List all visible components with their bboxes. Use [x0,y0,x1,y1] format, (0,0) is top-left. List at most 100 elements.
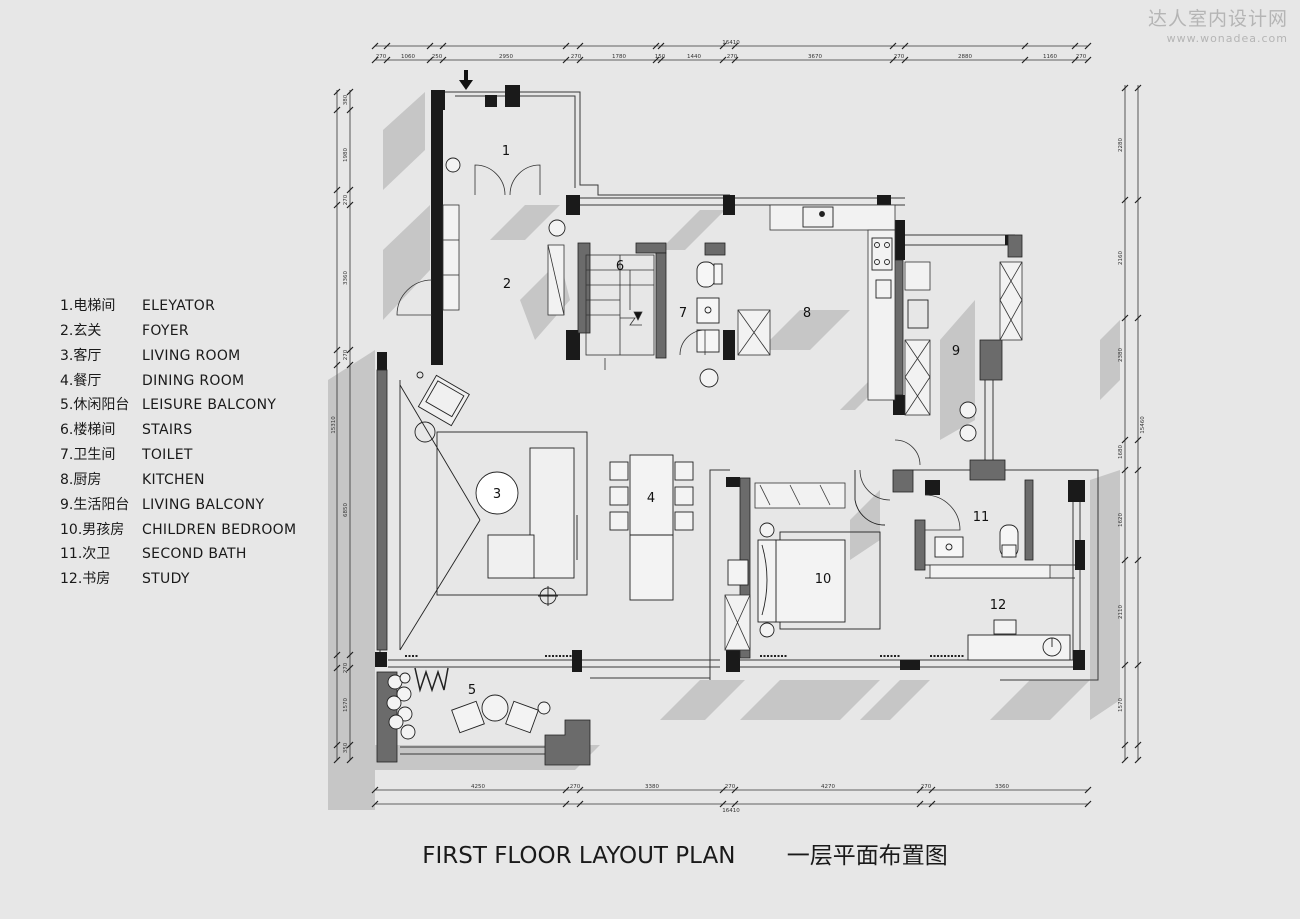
dim-label: 250 [432,54,443,60]
legend-item-cn: 9.生活阳台 [60,496,130,513]
walls [375,85,1085,672]
dim-label: 270 [1076,54,1087,60]
dim-label: 1570 [343,698,349,712]
legend-item-en: TOILET [142,447,193,464]
dim-top-total: 16410 [722,40,740,46]
cabinets [442,204,1051,651]
dimension-tick [1084,800,1092,808]
dim-label: 1570 [1118,698,1124,712]
dimension-tick [1134,466,1142,474]
bedroom-furniture [727,470,886,638]
dimension-tick [426,56,434,64]
kitchen-fixtures [802,206,929,329]
doors [396,164,961,531]
dimension-tick [731,786,739,794]
legend-item-cn: 3.客厅 [60,347,102,364]
balcony-sink [907,299,929,329]
dim-label: 2110 [1118,605,1124,619]
dimension-tick [576,56,584,64]
dimension-tick [333,741,341,749]
armchair [417,374,470,427]
dimension-tick [901,42,909,50]
dimension-tick [731,42,739,50]
legend-item-en: ELEYATOR [142,298,216,314]
dim-label: 2950 [499,54,513,60]
room-number: 1 [502,144,510,159]
dim-label: 270 [571,54,582,60]
dimension-tick [562,800,570,808]
legend-item-cn: 1.电梯间 [60,298,116,314]
watermark-url: www.wonadea.com [1166,32,1288,45]
dimension-tick [371,42,379,50]
dining-set [609,454,694,601]
dimension-tick [333,664,341,672]
bathroom-fixtures [696,261,1019,558]
dim-label: 1440 [687,54,701,60]
dimension-tick [333,88,341,96]
dim-label: 3360 [343,271,349,285]
dining-table [629,454,674,601]
dimension-tick [346,664,354,672]
dimension-tick [1134,556,1142,564]
dimension-tick [346,756,354,764]
plan-title-cn: 一层平面布置图 [786,843,948,869]
legend-item-cn: 11.次卫 [60,546,111,563]
entrance-arrow-icon [459,70,473,90]
dimension-tick [916,800,924,808]
dim-label: 380 [343,94,349,105]
dimension-tick [657,56,665,64]
balcony-furniture [386,667,551,740]
dim-label: 270 [894,54,905,60]
dim-label: 270 [376,54,387,60]
dim-label: 1060 [401,54,415,60]
legend-item-cn: 7.卫生间 [60,447,116,464]
dimension-tick [652,56,660,64]
dimension-tick [1134,436,1142,444]
dimension-lines [336,45,1139,805]
dimension-tick [576,786,584,794]
dimension-tick [1021,42,1029,50]
dimension-tick [1121,84,1129,92]
legend-item-en: FOYER [142,322,189,339]
dimension-tick [383,42,391,50]
legend-item-en: LIVING BALCONY [142,496,265,513]
dim-label: 2880 [958,54,972,60]
room-number: 7 [679,306,687,321]
dim-label: 3670 [808,54,822,60]
dimension-tick [346,651,354,659]
dimension-tick [1121,661,1129,669]
legend-item-en: CHILDREN BEDROOM [142,521,297,538]
dimension-tick [1084,56,1092,64]
dimension-tick [346,201,354,209]
dimension-tick [731,56,739,64]
watermark: 达人室内设计网 www.wonadea.com [1148,4,1288,45]
dimension-tick [1121,466,1129,474]
dimension-labels: 16410 270 1060 250 2950 270 1780 150 144… [331,40,1146,814]
dimension-tick [901,56,909,64]
dimension-tick [333,756,341,764]
dimension-tick [346,88,354,96]
dim-label: 4270 [821,784,835,790]
legend-item-cn: 10.男孩房 [60,521,125,538]
dimension-tick [719,800,727,808]
dim-bottom-total: 16410 [722,808,740,814]
dim-label: 4250 [471,784,485,790]
legend-item-en: LIVING ROOM [142,347,241,364]
dim-label: 270 [921,784,932,790]
dimension-tick [1121,756,1129,764]
dim-label: 6850 [343,503,349,517]
dim-label: 2380 [1118,348,1124,362]
dimension-tick [657,42,665,50]
dimension-tick [1121,314,1129,322]
dimension-tick [333,346,341,354]
room-number: 3 [493,487,501,502]
dim-label: 270 [343,349,349,360]
legend-item-cn: 6.楼梯间 [60,422,116,439]
dimension-tick [1121,556,1129,564]
dimension-tick [333,106,341,114]
